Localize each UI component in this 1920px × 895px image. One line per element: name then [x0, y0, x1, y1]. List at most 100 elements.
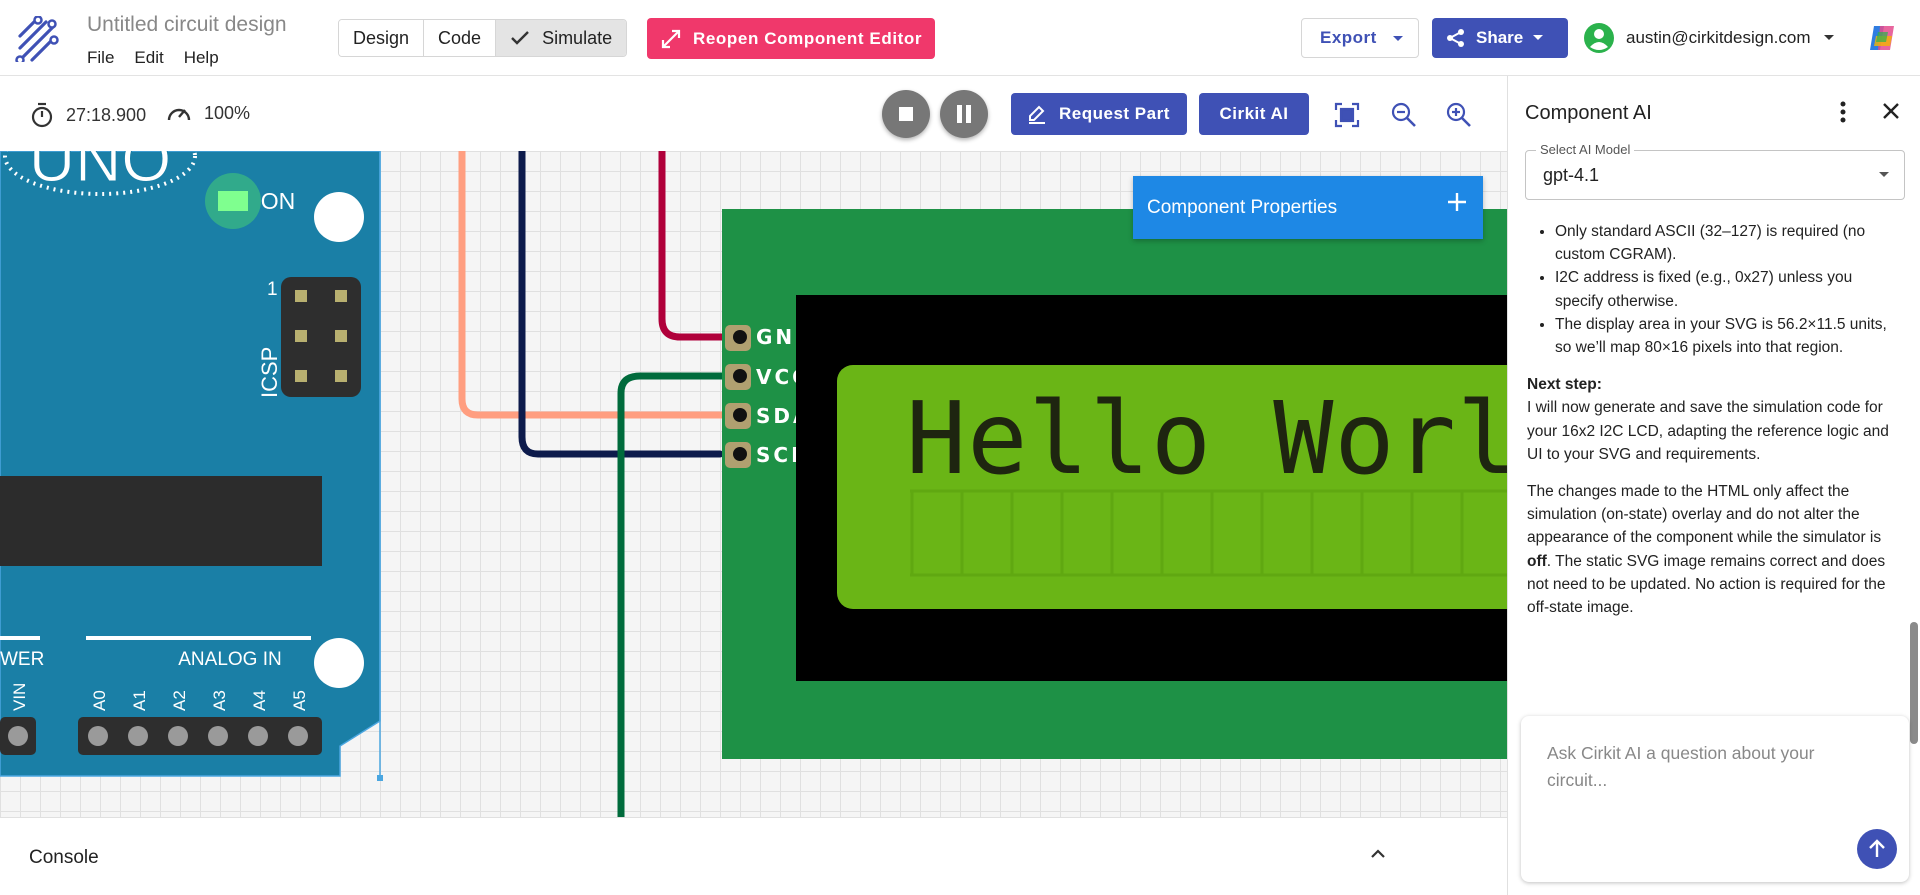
uno-label: UNO — [29, 151, 171, 195]
ai-model-select[interactable]: Select AI Model gpt-4.1 — [1525, 142, 1905, 200]
caret-down-icon — [1393, 36, 1403, 41]
speedometer-icon — [167, 108, 191, 121]
ai-response-list: Only standard ASCII (32–127) is required… — [1527, 220, 1897, 359]
changes-text-1: The changes made to the HTML only affect… — [1527, 483, 1882, 547]
menu-edit[interactable]: Edit — [134, 48, 164, 67]
menu-file[interactable]: File — [87, 48, 115, 67]
account-circle-icon — [1584, 23, 1614, 53]
gnd-wire[interactable] — [658, 151, 729, 341]
scl-wire[interactable] — [518, 151, 724, 458]
mode-switcher: Design Code Simulate — [338, 19, 628, 57]
send-button[interactable] — [1857, 829, 1897, 869]
top-bar: Untitled circuit design File Edit Help D… — [0, 0, 1920, 76]
chat-placeholder: Ask Cirkit AI a question about your circ… — [1547, 743, 1815, 790]
caret-down-icon — [1823, 35, 1834, 40]
ai-response: Only standard ASCII (32–127) is required… — [1527, 220, 1897, 760]
account-email: austin@cirkitdesign.com — [1626, 28, 1811, 47]
ai-chat-input[interactable]: Ask Cirkit AI a question about your circ… — [1521, 716, 1909, 882]
check-icon — [511, 31, 529, 45]
stop-icon — [899, 107, 913, 121]
request-part-button[interactable]: Request Part — [1011, 93, 1187, 135]
model-select-value: gpt-4.1 — [1543, 165, 1600, 185]
vin-label: VIN — [10, 683, 29, 711]
export-button[interactable]: Export — [1301, 18, 1419, 58]
pen-icon — [1029, 105, 1045, 124]
request-part-label: Request Part — [1059, 104, 1170, 123]
on-label: ON — [261, 188, 296, 214]
account-menu[interactable]: austin@cirkitdesign.com — [1584, 22, 1835, 54]
reopen-label: Reopen Component Editor — [693, 28, 923, 48]
main-menu: File Edit Help — [87, 48, 219, 68]
wires — [458, 151, 729, 817]
menu-help[interactable]: Help — [183, 48, 219, 67]
circuit-canvas[interactable]: UNO ON 1 ICSP WER ANALOG IN VIN A0 A1 A2 — [0, 151, 1507, 817]
pause-button[interactable] — [940, 90, 988, 138]
mode-design-button[interactable]: Design — [339, 20, 425, 56]
timer-value: 27:18.900 — [66, 104, 147, 125]
share-icon — [1447, 29, 1464, 47]
simulation-speed[interactable]: 100% — [166, 102, 250, 124]
analog-pin-label: A1 — [130, 690, 149, 711]
mode-design-label: Design — [353, 27, 410, 48]
list-item: I2C address is fixed (e.g., 0x27) unless… — [1555, 266, 1897, 312]
list-item: Only standard ASCII (32–127) is required… — [1555, 220, 1897, 266]
zoom-in-icon[interactable] — [1446, 102, 1472, 128]
component-properties-label: Component Properties — [1147, 196, 1338, 218]
speed-value: 100% — [204, 102, 251, 123]
expand-icon — [661, 29, 681, 48]
icsp-pin1-label: 1 — [267, 279, 278, 300]
changes-bold: off — [1527, 552, 1547, 570]
chevron-up-icon[interactable] — [1370, 848, 1386, 858]
circuit-drawing: UNO ON 1 ICSP WER ANALOG IN VIN A0 A1 A2 — [0, 151, 1507, 817]
analog-pin-label: A0 — [90, 690, 109, 711]
arduino-uno-board[interactable]: UNO ON 1 ICSP WER ANALOG IN VIN A0 A1 A2 — [0, 151, 383, 781]
close-icon[interactable] — [1882, 102, 1900, 120]
console-bar[interactable]: Console — [0, 817, 1507, 895]
share-button[interactable]: Share — [1432, 18, 1568, 58]
export-label: Export — [1320, 28, 1377, 47]
lcd-display-text: Hello World — [906, 380, 1507, 497]
cirkit-ai-button[interactable]: Cirkit AI — [1199, 93, 1309, 135]
stop-button[interactable] — [882, 90, 930, 138]
analog-pin-label: A5 — [290, 690, 309, 711]
icsp-label: ICSP — [257, 347, 282, 398]
reopen-component-editor-button[interactable]: Reopen Component Editor — [647, 18, 935, 59]
caret-down-icon — [1533, 35, 1543, 40]
model-select-label: Select AI Model — [1536, 142, 1635, 157]
next-step-paragraph: Next step: I will now generate and save … — [1527, 373, 1897, 466]
component-properties-panel[interactable]: Component Properties — [1133, 176, 1483, 239]
mode-code-button[interactable]: Code — [424, 20, 497, 56]
vcc-wire[interactable] — [617, 372, 729, 817]
changes-paragraph: The changes made to the HTML only affect… — [1527, 480, 1897, 619]
caret-down-icon — [1879, 172, 1889, 177]
analog-pin-label: A3 — [210, 690, 229, 711]
lcd-16x2-module[interactable]: GND VCC SDA SCL Hello World — [722, 209, 1507, 759]
analog-pin-label: A4 — [250, 690, 269, 711]
fit-to-screen-icon[interactable] — [1334, 102, 1360, 128]
mode-simulate-label: Simulate — [542, 27, 613, 48]
share-label: Share — [1476, 28, 1524, 47]
ai-panel-title: Component AI — [1525, 102, 1652, 124]
cirkit-ai-label: Cirkit AI — [1219, 104, 1289, 123]
next-step-label: Next step: — [1527, 376, 1602, 394]
stopwatch-icon — [31, 102, 53, 128]
sda-wire[interactable] — [458, 151, 729, 419]
arrow-up-icon — [1869, 839, 1885, 857]
simulation-timer: 27:18.900 — [30, 102, 146, 128]
changes-text-2: . The static SVG image remains correct a… — [1527, 552, 1886, 617]
lcd-pin-label: SCL — [756, 443, 807, 467]
mode-simulate-button[interactable]: Simulate — [496, 20, 627, 56]
power-label: WER — [0, 649, 44, 670]
more-vertical-icon[interactable] — [1838, 100, 1848, 124]
component-ai-panel: Component AI Select AI Model gpt-4.1 Onl… — [1507, 76, 1920, 895]
ai-panel-scrollbar[interactable] — [1910, 622, 1918, 744]
design-title[interactable]: Untitled circuit design — [87, 13, 287, 36]
simulation-toolbar: 27:18.900 100% Request Part Cirkit AI — [0, 76, 1507, 151]
list-item: The display area in your SVG is 56.2×11.… — [1555, 313, 1897, 359]
cirkit-logo-icon[interactable] — [14, 16, 60, 62]
plus-icon[interactable] — [1447, 192, 1467, 212]
zoom-out-icon[interactable] — [1391, 102, 1417, 128]
copilot-icon[interactable] — [1866, 22, 1898, 54]
mode-code-label: Code — [438, 27, 482, 48]
console-label: Console — [29, 847, 99, 868]
